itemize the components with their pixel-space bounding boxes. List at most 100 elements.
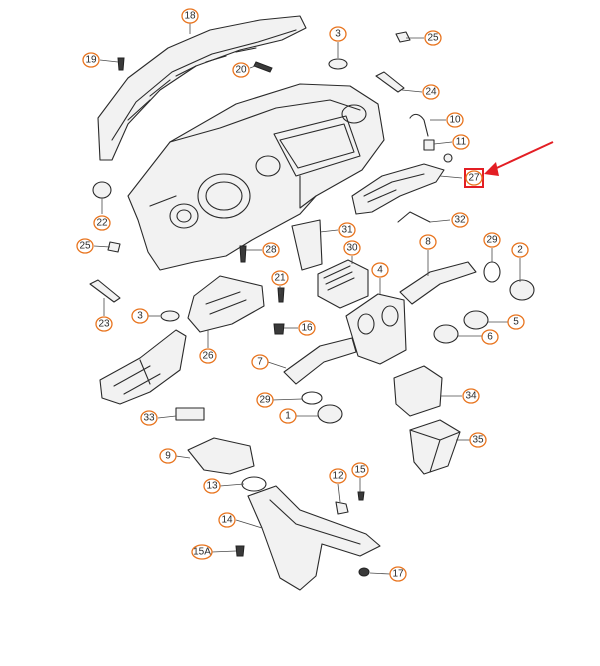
callout-15A[interactable]: 15A: [191, 544, 213, 560]
callout-3-top[interactable]: 3: [329, 26, 347, 42]
callout-16[interactable]: 16: [298, 320, 316, 336]
callout-3-left[interactable]: 3: [131, 308, 149, 324]
part-35-storage-box: [409, 419, 461, 475]
leader-lines: [93, 22, 521, 575]
part-10-cable: [409, 113, 429, 137]
svg-text:29: 29: [486, 235, 498, 246]
part-4-center-housing: [345, 293, 407, 365]
svg-text:10: 10: [449, 115, 461, 126]
svg-text:34: 34: [465, 391, 477, 402]
callout-labels: 18 19 20 3 25 24 10 11 27 22 31 32 25 28…: [76, 8, 529, 582]
callout-10[interactable]: 10: [446, 112, 464, 128]
part-24-bracket: [375, 71, 405, 93]
svg-text:13: 13: [206, 481, 218, 492]
svg-text:21: 21: [274, 273, 286, 284]
part-lower-bracket: [99, 329, 187, 405]
svg-text:11: 11: [456, 137, 467, 148]
callout-28[interactable]: 28: [262, 242, 280, 258]
callout-6[interactable]: 6: [481, 329, 499, 345]
callout-5[interactable]: 5: [507, 314, 525, 330]
part-20-screw: [253, 61, 273, 73]
svg-text:17: 17: [392, 569, 404, 580]
part-9-duct-bracket: [187, 437, 255, 475]
svg-text:3: 3: [137, 311, 143, 322]
part-25-clip-top: [395, 31, 411, 43]
part-21-screw: [277, 287, 285, 303]
part-23-bracket: [89, 279, 121, 303]
callout-30[interactable]: 30: [343, 240, 361, 256]
callout-20[interactable]: 20: [232, 62, 250, 78]
part-34-module: [393, 365, 443, 417]
part-25-clip-left: [107, 241, 121, 253]
svg-text:27: 27: [468, 173, 480, 184]
callout-2[interactable]: 2: [511, 242, 529, 258]
svg-text:18: 18: [184, 11, 196, 22]
svg-text:22: 22: [96, 218, 108, 229]
part-29-ring-lower: [301, 391, 323, 405]
svg-text:32: 32: [454, 215, 466, 226]
callout-19[interactable]: 19: [82, 52, 100, 68]
callout-1[interactable]: 1: [279, 408, 297, 424]
callout-29-right[interactable]: 29: [483, 232, 501, 248]
part-sensor-cap: [443, 153, 453, 163]
callout-33[interactable]: 33: [140, 410, 158, 426]
callout-7[interactable]: 7: [251, 354, 269, 370]
part-27-trim-panel: [351, 163, 445, 215]
part-6-vent: [433, 324, 459, 344]
part-33-switch: [175, 407, 205, 421]
callout-14[interactable]: 14: [218, 512, 236, 528]
svg-text:6: 6: [487, 332, 493, 343]
svg-text:26: 26: [202, 351, 214, 362]
callout-26[interactable]: 26: [199, 348, 217, 364]
part-5-vent: [463, 310, 489, 330]
callout-22[interactable]: 22: [93, 215, 111, 231]
callout-21[interactable]: 21: [271, 270, 289, 286]
part-dashboard-body: [127, 83, 385, 271]
callout-32[interactable]: 32: [451, 212, 469, 228]
callout-35[interactable]: 35: [469, 432, 487, 448]
callout-8[interactable]: 8: [419, 234, 437, 250]
part-28-screw: [239, 245, 247, 263]
callout-9[interactable]: 9: [159, 448, 177, 464]
part-1-vent: [317, 404, 343, 424]
callout-17[interactable]: 17: [389, 566, 407, 582]
part-8-duct: [399, 261, 477, 305]
part-30-box: [317, 259, 369, 309]
callout-24[interactable]: 24: [422, 84, 440, 100]
svg-text:7: 7: [257, 357, 263, 368]
callout-31[interactable]: 31: [338, 222, 356, 238]
svg-text:24: 24: [425, 87, 437, 98]
highlight-arrow: [487, 141, 554, 173]
part-29-ring-right: [483, 261, 501, 283]
svg-text:3: 3: [335, 29, 341, 40]
part-3-grommet-left: [160, 310, 180, 322]
callout-4[interactable]: 4: [371, 262, 389, 278]
callout-12[interactable]: 12: [329, 468, 347, 484]
svg-text:16: 16: [301, 323, 313, 334]
part-32-rod: [397, 211, 431, 223]
part-7-duct: [283, 337, 357, 385]
callout-29-lower[interactable]: 29: [256, 392, 274, 408]
part-31-duct: [291, 219, 323, 271]
part-13-seal: [241, 476, 267, 492]
svg-text:1: 1: [285, 411, 291, 422]
callout-18[interactable]: 18: [181, 8, 199, 24]
part-12-clip: [335, 501, 349, 515]
svg-text:9: 9: [165, 451, 171, 462]
callout-25-left[interactable]: 25: [76, 238, 94, 254]
part-19-screw: [117, 57, 125, 71]
callout-13[interactable]: 13: [203, 478, 221, 494]
callout-23[interactable]: 23: [95, 316, 113, 332]
svg-text:12: 12: [332, 471, 344, 482]
callout-34[interactable]: 34: [462, 388, 480, 404]
part-3-grommet-top: [328, 58, 348, 70]
part-26-bracket-module: [187, 275, 265, 333]
part-15-small: [357, 491, 365, 501]
svg-text:25: 25: [79, 241, 91, 252]
callout-25-top[interactable]: 25: [424, 30, 442, 46]
callout-11[interactable]: 11: [452, 134, 470, 150]
callout-27[interactable]: 27: [465, 170, 483, 186]
callout-15[interactable]: 15: [351, 462, 369, 478]
